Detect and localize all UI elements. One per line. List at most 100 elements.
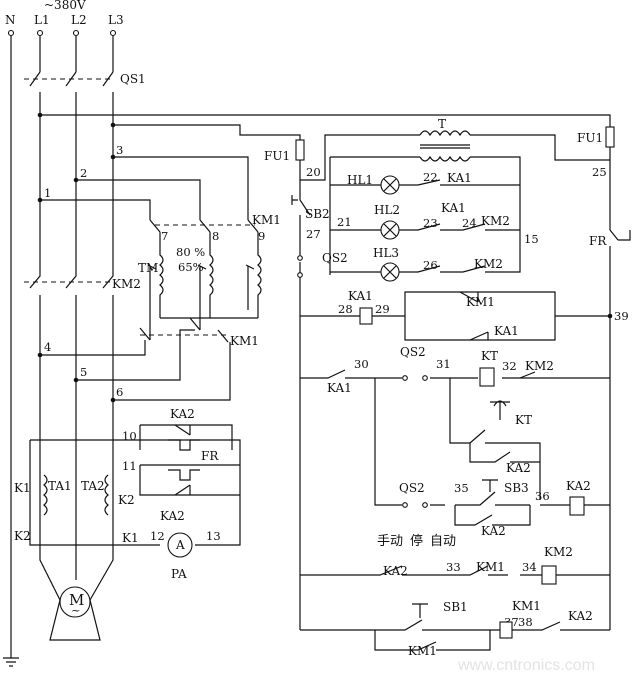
node-20: 20 [306, 165, 321, 179]
sb3-button [482, 479, 498, 492]
phase-l3-label: L3 [108, 13, 124, 27]
qs2-top-label: QS2 [322, 251, 348, 265]
watermark: www.cntronics.com [457, 657, 595, 674]
ka2-label-sb3: KA2 [481, 524, 506, 538]
tm-label: TM [138, 261, 158, 275]
km2-coil [541, 565, 557, 585]
transformer-label: T [438, 117, 446, 131]
hl3-cross [383, 265, 397, 279]
km2-contact-l1 [29, 268, 41, 360]
qs2-low-label: QS2 [399, 481, 425, 495]
node-34: 34 [522, 560, 537, 574]
km2-contact-l3 [102, 268, 114, 400]
mode-stop-label: 停 [410, 533, 423, 549]
ammeter-label: A [175, 538, 185, 552]
ka2-label-km2-row: KA2 [383, 564, 408, 578]
km2-label-hl3: KM2 [474, 257, 503, 271]
tap-80-label: 80 % [176, 245, 205, 259]
control-supply-l3 [113, 124, 301, 140]
ka2-label-fr-top: KA2 [170, 407, 195, 421]
node-29: 29 [375, 302, 390, 316]
autotransformer-tm [147, 245, 262, 340]
k2-label-right: K2 [118, 493, 135, 507]
fr-element-bottom [168, 469, 200, 481]
phase-l2-label: L2 [71, 13, 87, 27]
node-15: 15 [524, 232, 539, 246]
fr-label-element: FR [201, 449, 219, 463]
hl2-cross [383, 223, 397, 237]
fu1-right-fuse [605, 126, 615, 148]
ka2-label-fr-bottom: KA2 [160, 509, 185, 523]
fu1-left-label: FU1 [264, 149, 290, 163]
ka1-label-self-hold: KA1 [494, 324, 519, 338]
kt-label-contact: KT [515, 413, 532, 427]
neutral-label: N [5, 13, 16, 27]
qs2-terminal [402, 502, 408, 508]
ka2-label-kt: KA2 [506, 461, 531, 475]
node-9: 9 [258, 229, 265, 243]
sb1-label: SB1 [443, 600, 468, 614]
node-7: 7 [161, 229, 168, 243]
node-36: 36 [535, 489, 550, 503]
node-39: 39 [614, 309, 629, 323]
node-33: 33 [446, 560, 461, 574]
tap-6-wire [113, 342, 231, 401]
motor-leads [39, 380, 114, 601]
qs2-top-terminal [297, 272, 303, 278]
mode-auto-label: 自动 [430, 534, 456, 549]
terminal-l3 [109, 29, 117, 37]
hl1-cross [383, 178, 397, 192]
node-30: 30 [354, 357, 369, 371]
km2-label-coil: KM2 [544, 545, 573, 559]
sb3-label: SB3 [504, 481, 529, 495]
km1-label-km2-row: KM1 [476, 560, 505, 574]
tap-5-wire [76, 329, 195, 381]
node-6: 6 [116, 385, 123, 399]
ka1-label-coil: KA1 [348, 289, 373, 303]
node-25: 25 [592, 165, 607, 179]
km1-contact-a [149, 219, 161, 245]
node-23: 23 [423, 216, 438, 230]
terminal-n [7, 29, 15, 37]
fr-element-top [168, 439, 200, 451]
control-transformer-t [419, 130, 471, 162]
motor-ac-label: ~ [71, 603, 81, 617]
qs1-switch-l2 [65, 36, 77, 180]
ka1-label-hl1: KA1 [447, 171, 472, 185]
transformer-secondary [330, 156, 521, 232]
km2-label-kt-row: KM2 [525, 359, 554, 373]
k1-label-left: K1 [14, 481, 31, 495]
node-24: 24 [462, 216, 477, 230]
node-3: 3 [116, 143, 123, 157]
phase-l1-label: L1 [34, 13, 50, 27]
control-section: FU1 25 FR FU1 20 T HL1 22 KA1 HL2 21 23 [264, 117, 631, 658]
ka2-upper-branch [140, 424, 233, 450]
ka2-contact-top [139, 424, 191, 450]
tap-4-wire [40, 340, 146, 356]
km1-label-star: KM1 [230, 334, 259, 348]
qs2-top-terminal [297, 255, 303, 261]
ka2-contact-bottom [174, 484, 191, 496]
km1-star-contacts [139, 317, 229, 343]
kt-coil [479, 367, 495, 387]
km2-label-hl2: KM2 [481, 214, 510, 228]
transformer-primary-left [299, 134, 420, 181]
ka1-self-hold [469, 331, 489, 341]
node-35: 35 [454, 481, 469, 495]
control-supply-l1 [40, 114, 611, 130]
hl1-label: HL1 [347, 173, 373, 187]
tap-65-label: 65% [178, 260, 204, 274]
kt-label-coil: KT [481, 349, 498, 363]
ka2-self-hold-branch [454, 505, 531, 526]
pa-label: PA [171, 567, 187, 581]
tap-3-wire [113, 156, 249, 220]
node-1: 1 [44, 186, 51, 200]
node-38: 38 [518, 615, 533, 629]
ta2-coil [104, 474, 109, 516]
ct-loop-left [29, 440, 160, 546]
km1-label-ka1-row: KM1 [466, 295, 495, 309]
node-2: 2 [80, 166, 87, 180]
node-26: 26 [423, 258, 438, 272]
terminal-l2 [72, 29, 80, 37]
